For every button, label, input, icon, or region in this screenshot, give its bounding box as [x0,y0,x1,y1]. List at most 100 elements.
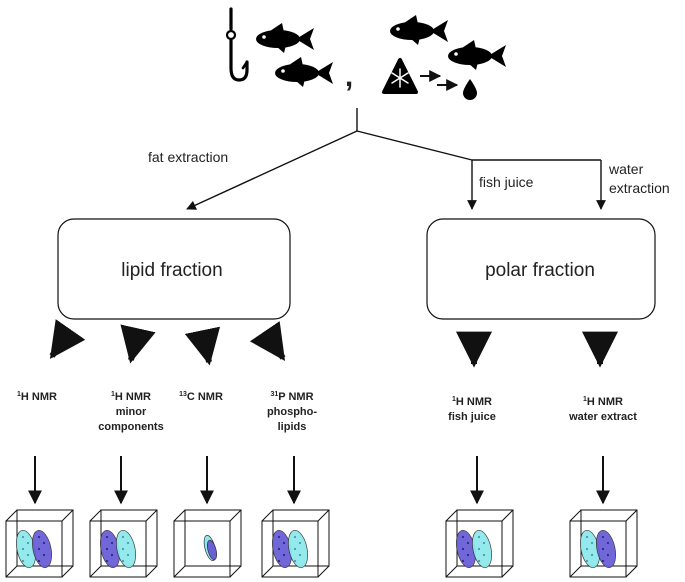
sample-point [277,535,281,539]
sample-point [585,547,589,551]
fish-icon [256,23,314,53]
sample-point [482,541,486,545]
lipid-fraction-label: lipid fraction [121,260,222,281]
pca-cube [445,509,514,578]
sample-point [298,541,302,545]
fish-juice-label: fish juice [479,174,534,190]
pca-cube [5,509,74,578]
cluster-ellipse [288,529,308,569]
cluster-ellipse [32,529,52,569]
pca-cube [569,509,638,578]
svg-text:phospho-: phospho- [267,406,317,418]
fish-hook-icon [225,7,249,82]
fish-icon [275,57,333,87]
sample-point [606,541,610,545]
svg-text:13C NMR: 13C NMR [179,391,223,403]
method-arrows [49,319,618,368]
method-label: 1H NMR fish juice [448,396,496,423]
sample-point [121,535,125,539]
sample-point [461,535,465,539]
svg-text:1H NMR: 1H NMR [583,396,623,408]
sample-point [477,559,481,563]
sample-point [477,547,481,551]
sample-point [601,559,605,563]
sample-point [585,535,589,539]
svg-text:1H NMR: 1H NMR [111,391,151,403]
cluster-ellipse [596,529,616,569]
sample-point [606,553,610,557]
method-label: 13C NMR [179,391,223,403]
sample-point [298,553,302,557]
cluster-ellipse [206,539,218,561]
sample-point [590,553,594,557]
method-label: 1H NMR minor components [98,391,163,433]
water-extraction-label: extraction [609,180,670,196]
svg-text:components: components [98,421,163,433]
pca-cube [173,509,242,578]
svg-text:1H NMR: 1H NMR [452,396,492,408]
sample-point [105,547,109,551]
pca-cube [89,509,158,578]
sample-point [282,553,286,557]
sample-point [26,541,30,545]
sample-point [26,553,30,557]
svg-text:water extract: water extract [568,411,637,423]
pca-cubes [5,509,638,578]
polar-fraction-box [426,218,656,320]
sample-point [277,559,281,563]
sample-point [293,535,297,539]
sample-point [601,535,605,539]
pca-cube [261,509,330,578]
sample-point [37,547,41,551]
sample-point [466,541,470,545]
sample-point [105,559,109,563]
sample-point [110,541,114,545]
method-label: 31P NMR phospho- lipids [267,391,317,433]
sample-point [37,559,41,563]
water-extraction-label: water [608,161,644,177]
sample-point [110,553,114,557]
sample-point [282,541,286,545]
sample-point [105,535,109,539]
svg-text:1H NMR: 1H NMR [17,391,57,403]
branch-lines [186,108,606,210]
sample-point [126,553,130,557]
separator-comma: , [345,60,353,93]
frozen-icon [382,58,418,94]
sample-point [42,553,46,557]
sample-point [21,559,25,563]
sample-point [126,541,130,545]
fat-extraction-label: fat extraction [148,149,228,165]
sample-point [42,541,46,545]
sample-point [21,547,25,551]
sample-point [461,547,465,551]
fish-icon [390,15,448,45]
sample-point [277,547,281,551]
method-label: 1H NMR water extract [568,396,637,423]
method-label: 1H NMR [17,391,57,403]
cube-arrows [28,456,610,505]
sample-point [601,547,605,551]
sample-point [585,559,589,563]
svg-text:lipids: lipids [278,421,307,433]
polar-fraction-label: polar fraction [485,260,595,281]
sample-point [21,535,25,539]
svg-text:minor: minor [116,406,147,418]
sample-point [121,547,125,551]
thaw-arrows-icon [420,70,459,91]
sample-point [293,547,297,551]
sample-point [37,535,41,539]
lipid-fraction-box [57,218,291,320]
svg-text:fish juice: fish juice [448,411,496,423]
sample-point [482,553,486,557]
cluster-ellipse [116,529,136,569]
fish-icon [448,40,506,70]
cluster-ellipse [472,529,492,569]
sample-point [461,559,465,563]
thaw-drop-icon [463,79,477,100]
sample-point [293,559,297,563]
sample-point [590,541,594,545]
sample-point [466,553,470,557]
sample-point [121,559,125,563]
